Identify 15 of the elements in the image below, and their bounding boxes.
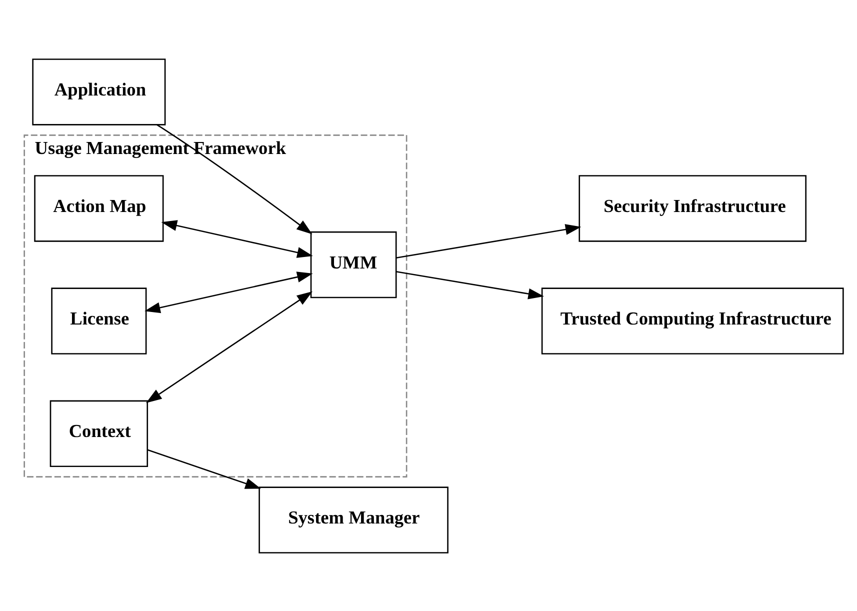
node-box: System Manager — [258, 486, 448, 553]
arrow — [396, 224, 582, 258]
arrow — [156, 124, 312, 234]
node-box: License — [51, 287, 147, 354]
node-box: Context — [50, 400, 148, 467]
node-box: Security Infrastructure — [578, 174, 806, 242]
arrow — [144, 271, 313, 313]
node-box: Trusted Computing Infrastructure — [541, 287, 844, 354]
arrow — [396, 270, 544, 299]
arrow — [147, 448, 261, 488]
node-box: Application — [32, 58, 166, 125]
node-box: UMM — [310, 230, 397, 298]
arrow — [146, 290, 313, 402]
arrow — [161, 220, 313, 258]
node-box: Action Map — [34, 174, 164, 242]
